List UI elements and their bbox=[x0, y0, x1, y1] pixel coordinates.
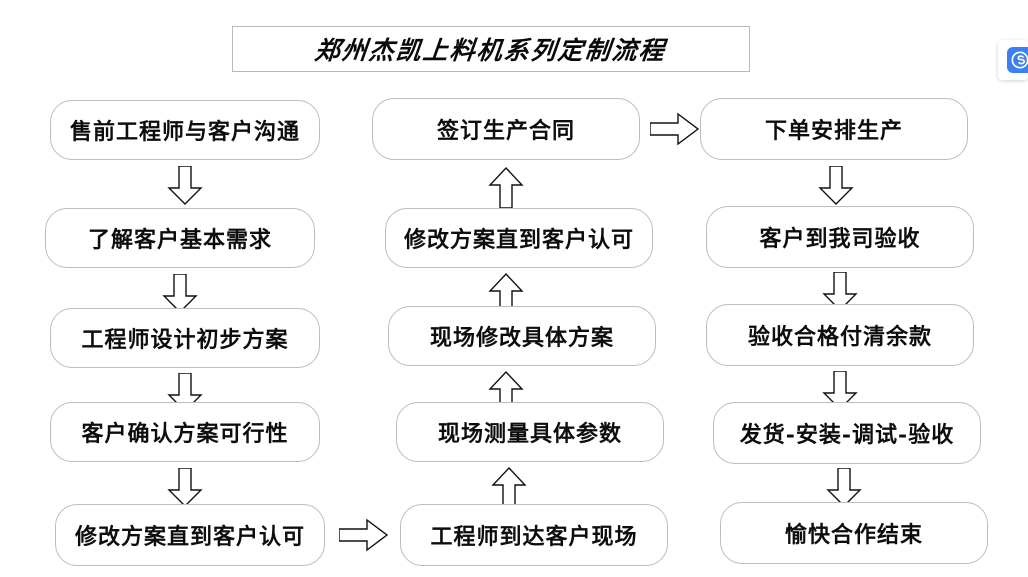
arrow-right-left5-to-middle5 bbox=[339, 518, 391, 552]
flow-node-label: 工程师设计初步方案 bbox=[81, 327, 289, 353]
flow-node-label: 工程师到达客户现场 bbox=[430, 524, 638, 550]
arrow-down-right-3 bbox=[818, 371, 862, 411]
blue-s-badge-icon[interactable] bbox=[1007, 47, 1028, 73]
arrow-right-middle1-to-right1 bbox=[650, 112, 702, 146]
flow-node-label: 下单安排生产 bbox=[764, 118, 903, 144]
flow-node-label: 发货-安装-调试-验收 bbox=[739, 422, 955, 448]
flow-node-label: 签订生产合同 bbox=[436, 118, 575, 144]
flow-node-left-5[interactable]: 修改方案直到客户认可 bbox=[55, 504, 325, 566]
arrow-down-left-4 bbox=[163, 468, 207, 508]
arrow-down-left-1 bbox=[163, 166, 207, 206]
flow-node-label: 现场测量具体参数 bbox=[437, 421, 622, 447]
flow-node-label: 客户确认方案可行性 bbox=[81, 421, 289, 447]
flow-node-middle-5[interactable]: 工程师到达客户现场 bbox=[400, 504, 668, 566]
flow-node-label: 验收合格付清余款 bbox=[747, 324, 932, 350]
flow-node-label: 现场修改具体方案 bbox=[429, 325, 614, 351]
flow-node-label: 客户到我司验收 bbox=[759, 226, 921, 252]
flow-node-middle-2[interactable]: 修改方案直到客户认可 bbox=[385, 208, 653, 268]
arrow-down-right-4 bbox=[822, 468, 866, 508]
flow-node-right-2[interactable]: 客户到我司验收 bbox=[706, 206, 974, 268]
flow-node-middle-3[interactable]: 现场修改具体方案 bbox=[388, 306, 656, 366]
arrow-down-right-2 bbox=[818, 272, 862, 312]
flow-node-label: 修改方案直到客户认可 bbox=[74, 524, 305, 550]
flow-node-right-4[interactable]: 发货-安装-调试-验收 bbox=[713, 402, 981, 464]
page-title: 郑州杰凯上料机系列定制流程 bbox=[313, 36, 668, 65]
flow-node-right-3[interactable]: 验收合格付清余款 bbox=[706, 304, 974, 366]
flow-node-right-5[interactable]: 愉快合作结束 bbox=[720, 502, 988, 564]
flow-node-left-2[interactable]: 了解客户基本需求 bbox=[45, 208, 315, 268]
flow-node-right-1[interactable]: 下单安排生产 bbox=[700, 98, 968, 160]
flow-node-label: 售前工程师与客户沟通 bbox=[69, 119, 300, 145]
flow-node-label: 愉快合作结束 bbox=[784, 522, 923, 548]
flow-node-label: 了解客户基本需求 bbox=[87, 227, 272, 253]
arrow-up-middle-1 bbox=[484, 166, 528, 210]
arrow-down-left-2 bbox=[158, 274, 202, 314]
flow-node-left-4[interactable]: 客户确认方案可行性 bbox=[50, 402, 320, 462]
flow-node-left-1[interactable]: 售前工程师与客户沟通 bbox=[50, 100, 320, 160]
flow-node-label: 修改方案直到客户认可 bbox=[403, 227, 634, 253]
flow-node-middle-1[interactable]: 签订生产合同 bbox=[372, 98, 640, 160]
flow-node-middle-4[interactable]: 现场测量具体参数 bbox=[396, 402, 664, 462]
flow-node-left-3[interactable]: 工程师设计初步方案 bbox=[50, 308, 320, 368]
arrow-down-right-1 bbox=[814, 166, 858, 206]
title-banner: 郑州杰凯上料机系列定制流程 bbox=[232, 26, 750, 72]
